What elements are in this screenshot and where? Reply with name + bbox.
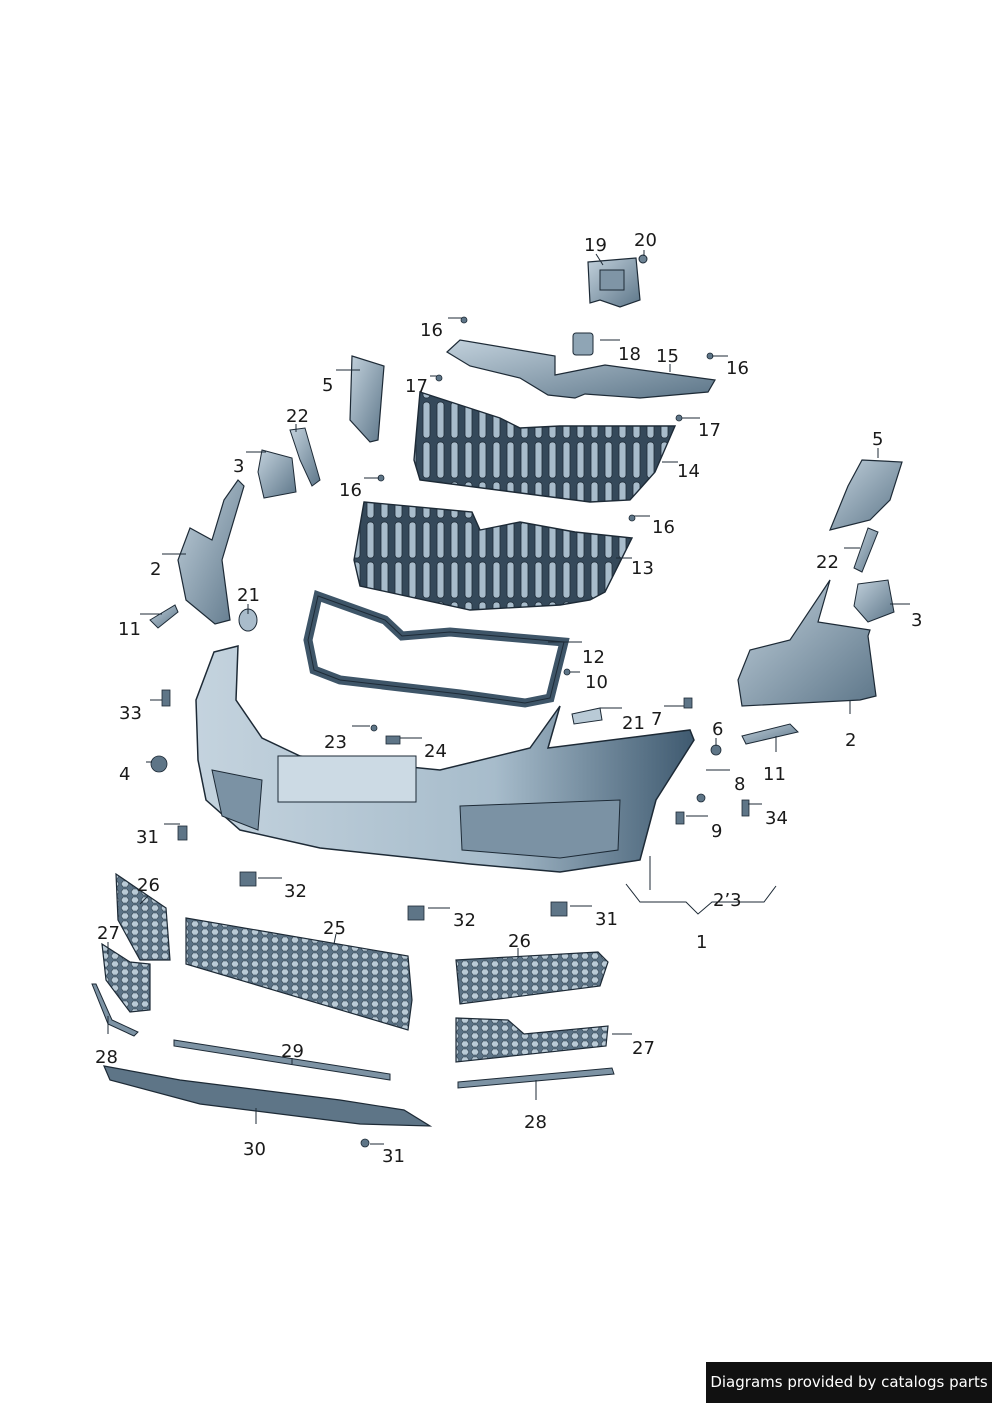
callout-28-left: 28 [95,1047,118,1068]
callout-25: 25 [323,918,346,939]
callout-31-b: 31 [595,909,618,930]
callout-32-a: 32 [284,881,307,902]
guide-2-left [177,479,245,625]
callout-11-left: 11 [118,619,141,640]
grille-frame-12 [303,590,570,708]
callout-2-right: 2 [845,730,857,751]
callout-5-right: 5 [872,429,884,450]
callout-21-right: 21 [622,713,645,734]
callout-12: 12 [582,647,605,668]
callout-28-right: 28 [524,1112,547,1133]
deflector-3-right [853,579,895,623]
callout-3-left: 3 [233,456,245,477]
callout-23: 23 [324,732,347,753]
callout-16-c: 16 [339,480,362,501]
deflector-3-left [257,449,297,499]
callout-29: 29 [281,1041,304,1062]
fog-light-opening-left [211,769,263,831]
bracket-19 [587,257,641,308]
callout-22-left: 22 [286,406,309,427]
spoiler-30 [103,1065,433,1127]
trim-grille-26-left [115,872,171,961]
callout-27-right: 27 [632,1038,655,1059]
callout-11-right: 11 [763,764,786,785]
sensor-18 [572,332,594,356]
trim-grille-27-right [455,1017,609,1063]
license-plate-area [277,755,417,803]
callout-17-a: 17 [405,376,428,397]
credit-banner: Diagrams provided by catalogs parts [706,1362,992,1403]
callout-7: 7 [651,709,663,730]
callout-13: 13 [631,558,654,579]
trim-grille-27-left [101,942,151,1013]
callout-26-right: 26 [508,931,531,952]
callout-14: 14 [677,461,700,482]
callout-4: 4 [119,764,131,785]
callout-15: 15 [656,346,679,367]
callout-17-b: 17 [698,420,721,441]
callout-2-left: 2 [150,559,162,580]
trim-strip-29 [173,1039,391,1081]
center-grille-25 [185,917,413,1031]
trim-strip-28-right [457,1067,615,1089]
callout-1: 1 [696,932,708,953]
grille-13 [353,501,634,611]
grille-carrier-15 [446,339,716,399]
callout-20: 20 [634,230,657,251]
callout-32-b: 32 [453,910,476,931]
callout-24: 24 [424,741,447,762]
callout-33: 33 [119,703,142,724]
grille-14 [413,391,677,503]
fasteners [150,316,750,1148]
callout-22-right: 22 [816,552,839,573]
clip-20 [638,254,648,264]
callout-5-left: 5 [322,375,334,396]
fog-light-opening-right [459,799,621,859]
callout-21-left: 21 [237,585,260,606]
callout-19: 19 [584,235,607,256]
washer-cap-21-right [571,707,603,725]
callout-6: 6 [712,719,724,740]
callout-26-left: 26 [137,875,160,896]
leader-lines [107,250,910,1145]
guide-2-right [737,579,877,707]
cover-11-left [149,604,179,629]
callout-27-left: 27 [97,923,120,944]
callout-16-b: 16 [726,358,749,379]
callout-23-bracket: 2’3 [713,890,742,911]
air-guide-5-right [828,459,903,531]
trim-grille-26-right [455,951,609,1005]
callout-9: 9 [711,821,723,842]
callout-34: 34 [765,808,788,829]
callout-10: 10 [585,672,608,693]
callout-3-right: 3 [911,610,923,631]
bracket-22-left [289,427,321,487]
callout-31-a: 31 [136,827,159,848]
callout-31-c: 31 [382,1146,405,1167]
bracket-22-right [853,527,879,573]
callout-16-a: 16 [420,320,443,341]
callout-18: 18 [618,344,641,365]
callout-30: 30 [243,1139,266,1160]
callout-16-d: 16 [652,517,675,538]
callout-8: 8 [734,774,746,795]
cover-11-right [741,723,799,745]
air-guide-5-left [349,355,385,443]
